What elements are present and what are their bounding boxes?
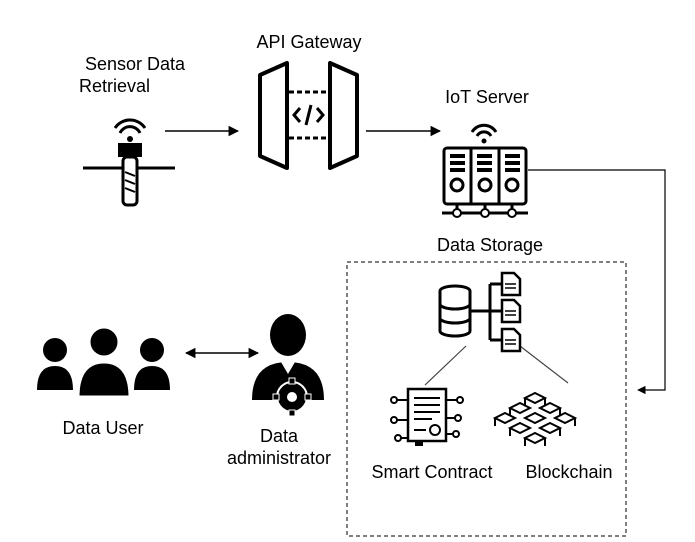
- data-storage-boundary: [346, 261, 627, 537]
- link-db-to-contract: [424, 345, 467, 386]
- admin-label: Data administrator: [208, 425, 350, 469]
- admin-label-line2: administrator: [226, 448, 332, 468]
- api-gateway-icon: [258, 61, 359, 170]
- arrow-iot-to-storage: [528, 169, 666, 395]
- admin-gear-icon: [252, 314, 324, 417]
- blockchain-label: Blockchain: [525, 462, 613, 482]
- sensor-label: Sensor Data Retrieval: [72, 53, 198, 97]
- link-db-to-blockchain: [519, 345, 569, 384]
- server-rack-icon: [442, 123, 528, 218]
- database-tree-icon: [438, 271, 522, 353]
- admin-label-line1: Data: [259, 426, 299, 446]
- sensor-label-line1: Sensor Data: [84, 54, 186, 74]
- iot-server-label: IoT Server: [445, 87, 529, 107]
- sensor-wifi-icon: [83, 118, 175, 207]
- data-storage-label: Data Storage: [436, 235, 544, 255]
- api-gateway-label: API Gateway: [256, 32, 362, 52]
- data-user-label: Data User: [62, 418, 144, 438]
- users-group-icon: [37, 325, 170, 399]
- smart-contract-label: Smart Contract: [371, 462, 493, 482]
- smart-contract-icon: [390, 387, 464, 446]
- sensor-label-line2: Retrieval: [79, 76, 151, 96]
- blockchain-cubes-icon: [492, 391, 578, 446]
